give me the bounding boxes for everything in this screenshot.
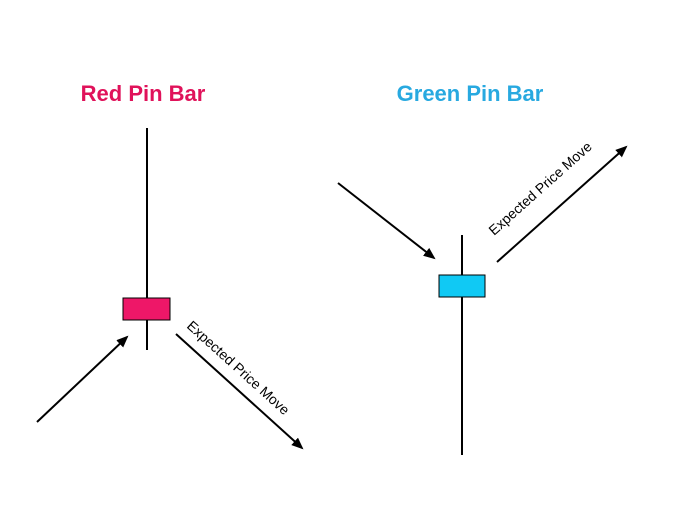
red-pin-bar-title: Red Pin Bar: [81, 81, 206, 106]
green-approach-arrow: [337, 182, 436, 260]
red-pin-bar-body: [122, 297, 171, 321]
red-expected-move-arrow: [175, 333, 304, 450]
red-approach-arrow: [36, 335, 129, 423]
red-pin-bar-group: Red Pin Bar Expected Price Move: [36, 81, 304, 450]
green-expected-move-arrow: [496, 145, 628, 263]
red-expected-move-label: Expected Price Move: [184, 317, 293, 418]
green-pin-bar-group: Green Pin Bar Expected Price Move: [337, 81, 628, 455]
green-pin-bar-body: [438, 274, 486, 298]
green-pin-bar-title: Green Pin Bar: [397, 81, 544, 106]
